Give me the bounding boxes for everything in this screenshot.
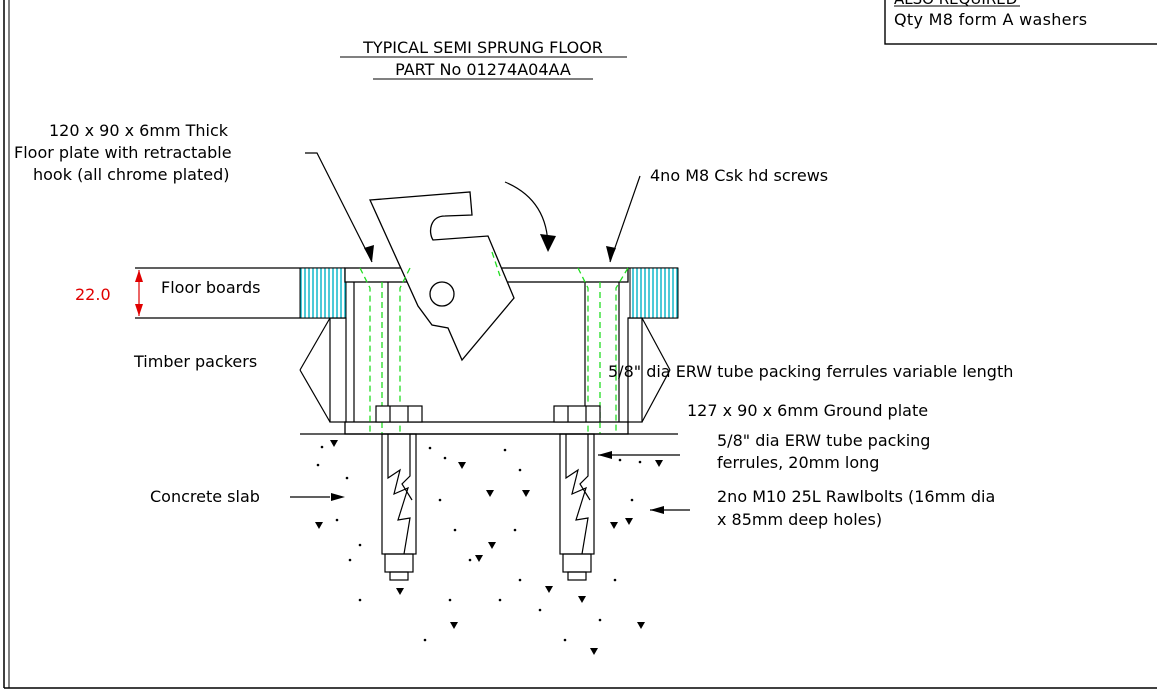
floor-boards-label: Floor boards <box>161 278 260 297</box>
ferrules-20mm-label-line-2: ferrules, 20mm long <box>717 453 879 472</box>
floor-boards <box>135 267 679 319</box>
concrete-texture <box>315 440 663 655</box>
timber-packers-label: Timber packers <box>133 352 257 371</box>
floor-plate-label-line-3: hook (all chrome plated) <box>33 165 229 184</box>
note-box-header: ALSO REQUIRED <box>894 0 1017 8</box>
note-box: ALSO REQUIRED Qty M8 form A washers <box>884 0 1157 45</box>
title-line-1: TYPICAL SEMI SPRUNG FLOOR <box>362 38 603 57</box>
drawing-border <box>3 0 1157 689</box>
hidden-ferrule-lines <box>359 251 629 434</box>
ferrules-variable-label: 5/8" dia ERW tube packing ferrules varia… <box>608 362 1013 381</box>
concrete-slab-label: Concrete slab <box>150 487 260 506</box>
ground-plate-label: 127 x 90 x 6mm Ground plate <box>687 401 928 420</box>
rawlbolts-label-line-1: 2no M10 25L Rawlbolts (16mm dia <box>717 487 995 506</box>
leader-arrowheads <box>331 245 664 514</box>
leader-lines <box>290 152 690 511</box>
dimension-value: 22.0 <box>75 285 111 304</box>
title-line-2: PART No 01274A04AA <box>395 60 571 79</box>
rawlbolts-label-line-2: x 85mm deep holes) <box>717 510 882 529</box>
rawlbolts <box>381 433 595 581</box>
screws-label: 4no M8 Csk hd screws <box>650 166 828 185</box>
note-box-text: Qty M8 form A washers <box>894 10 1087 29</box>
drawing-title: TYPICAL SEMI SPRUNG FLOOR PART No 01274A… <box>340 38 627 80</box>
floor-board-right-hatch <box>629 267 679 319</box>
tube-frame <box>353 282 620 422</box>
ground-plate <box>344 421 629 435</box>
floor-plate-label-line-2: Floor plate with retractable <box>14 143 232 162</box>
timber-packers <box>299 317 671 423</box>
floor-board-dimension: 22.0 <box>75 270 143 316</box>
floor-plate-label-line-1: 120 x 90 x 6mm Thick <box>49 121 229 140</box>
bolt-nuts <box>375 405 601 423</box>
rotation-arrow <box>504 181 549 249</box>
floor-board-left-hatch <box>299 267 347 319</box>
hook-pivot <box>429 281 455 307</box>
retractable-hook <box>369 191 515 362</box>
ferrules-20mm-label-line-1: 5/8" dia ERW tube packing <box>717 431 930 450</box>
